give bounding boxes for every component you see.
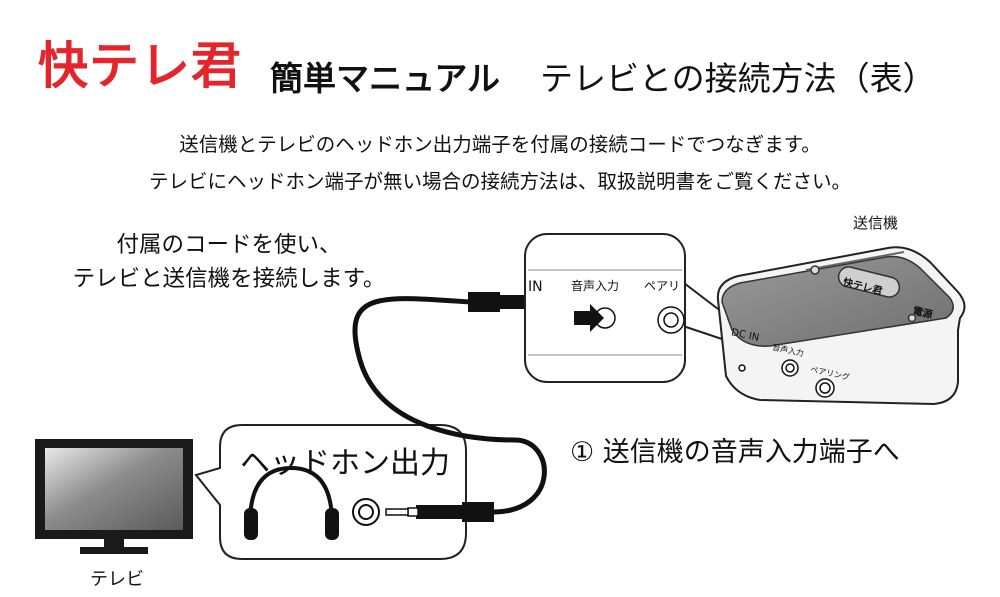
audio-plug-icon — [385, 502, 494, 522]
audio-jack-icon — [352, 498, 380, 526]
cable-instruction-line-2: テレビと送信機を接続します。 — [72, 266, 386, 292]
zoom-pairing-label: ペアリ — [644, 279, 681, 293]
step-1-caption: ① 送信機の音声入力端子へ — [570, 437, 900, 468]
headphones-icon — [244, 465, 339, 540]
headphone-output-label: ヘッドホン出力 — [240, 446, 450, 481]
arrow-right-icon — [574, 304, 604, 332]
brand-title: 快テレ君 — [38, 37, 242, 95]
zoom-in-label: IN — [528, 279, 543, 295]
intro-line-2: テレビにヘッドホン端子が無い場合の接続方法は、取扱説明書をご覧ください。 — [148, 170, 851, 193]
manual-title: 簡単マニュアル — [270, 59, 501, 98]
cable-instruction: 付属のコードを使い、 テレビと送信機を接続します。 — [34, 228, 424, 296]
transmitter-label: 送信機 — [853, 214, 899, 232]
page-title: テレビとの接続方法（表） — [540, 59, 936, 98]
cable-instruction-line-1: 付属のコードを使い、 — [116, 232, 342, 258]
tv-icon — [35, 439, 193, 554]
intro-line-1: 送信機とテレビのヘッドホン出力端子を付属の接続コードでつなぎます。 — [179, 133, 821, 156]
zoom-audio-input-label: 音声入力 — [571, 279, 620, 293]
tv-label: テレビ — [90, 569, 144, 590]
audio-cable — [352, 296, 547, 515]
transmitter-device-icon — [716, 246, 966, 406]
headphone-output-bubble — [194, 424, 467, 560]
